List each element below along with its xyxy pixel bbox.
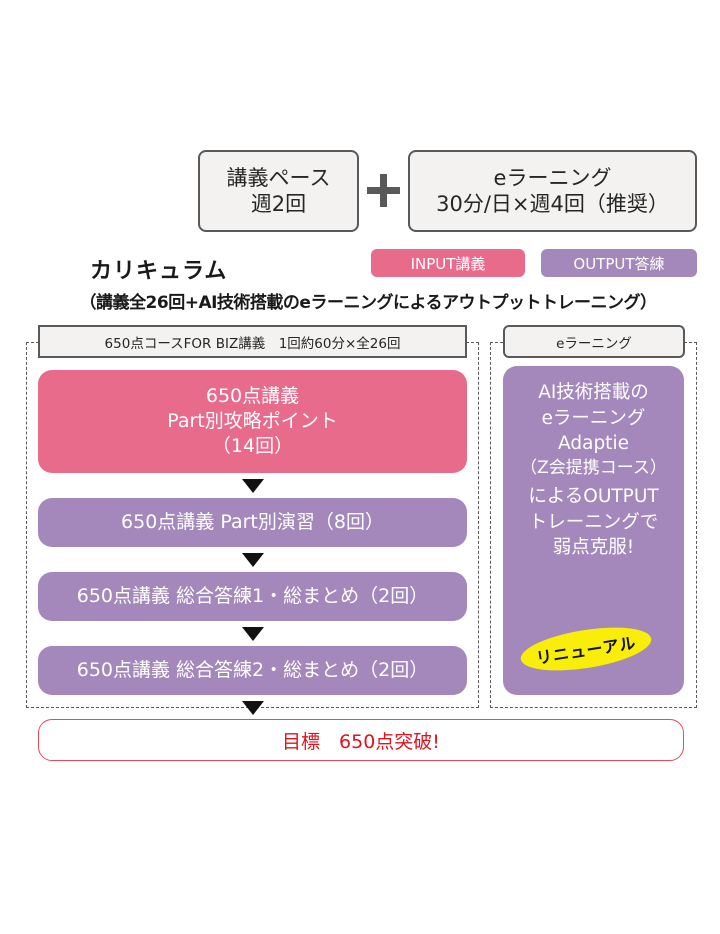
arrow-down-icon [242,553,264,567]
lecture-pace-label: 講義ペース [226,165,331,190]
lecture-column-header: 650点コースFOR BIZ講義 1回約60分×全26回 [38,325,467,358]
step-part-strategy-line2: Part別攻略ポイント [167,410,338,433]
plus-icon [367,174,400,207]
lecture-pace-box: 講義ペース 週2回 [198,150,359,232]
elearning-column-header: eラーニング [503,325,685,358]
step-part-strategy-line1: 650点講義 [205,385,300,408]
step-part-strategy: 650点講義 Part別攻略ポイント （14回） [38,370,467,473]
step-comprehensive-1-label: 650点講義 総合答練1・総まとめ（2回） [76,585,429,608]
elearning-pace-box: eラーニング 30分/日×週4回（推奨） [408,150,697,232]
curriculum-subtitle: （講義全26回+AI技術搭載のeラーニングによるアウトプットトレーニング） [79,293,657,313]
elearning-line: Adaptie [558,433,629,455]
step-part-practice-label: 650点講義 Part別演習（8回） [121,511,384,534]
elearning-pace-value: 30分/日×週4回（推奨） [436,192,669,216]
elearning-line: トレーニングで [528,511,659,533]
step-comprehensive-1: 650点講義 総合答練1・総まとめ（2回） [38,572,467,621]
lecture-column-header-label: 650点コースFOR BIZ講義 1回約60分×全26回 [104,335,401,352]
goal-label: 目標 650点突破! [282,730,440,753]
elearning-column-header-label: eラーニング [556,335,632,352]
lecture-pace-value: 週2回 [250,192,307,216]
step-comprehensive-2: 650点講義 総合答練2・総まとめ（2回） [38,646,467,695]
step-part-strategy-line3: （14回） [211,434,294,457]
elearning-pace-label: eラーニング [493,165,612,190]
step-part-practice: 650点講義 Part別演習（8回） [38,498,467,547]
legend-output-label: OUTPUT答練 [573,254,665,273]
elearning-line: eラーニング [541,407,646,429]
elearning-line: （Z会提携コース） [520,457,667,478]
step-comprehensive-2-label: 650点講義 総合答練2・総まとめ（2回） [76,659,429,682]
elearning-line: 弱点克服! [552,537,635,559]
elearning-line: によるOUTPUT [528,486,659,507]
arrow-down-icon [242,627,264,641]
legend-output: OUTPUT答練 [541,249,697,277]
legend-input: INPUT講義 [371,249,525,277]
arrow-down-icon [242,701,264,715]
curriculum-title: カリキュラム [90,259,228,284]
elearning-line: AI技術搭載の [538,382,649,403]
arrow-down-icon [242,479,264,493]
goal-box: 目標 650点突破! [38,719,684,761]
legend-input-label: INPUT講義 [410,254,486,273]
